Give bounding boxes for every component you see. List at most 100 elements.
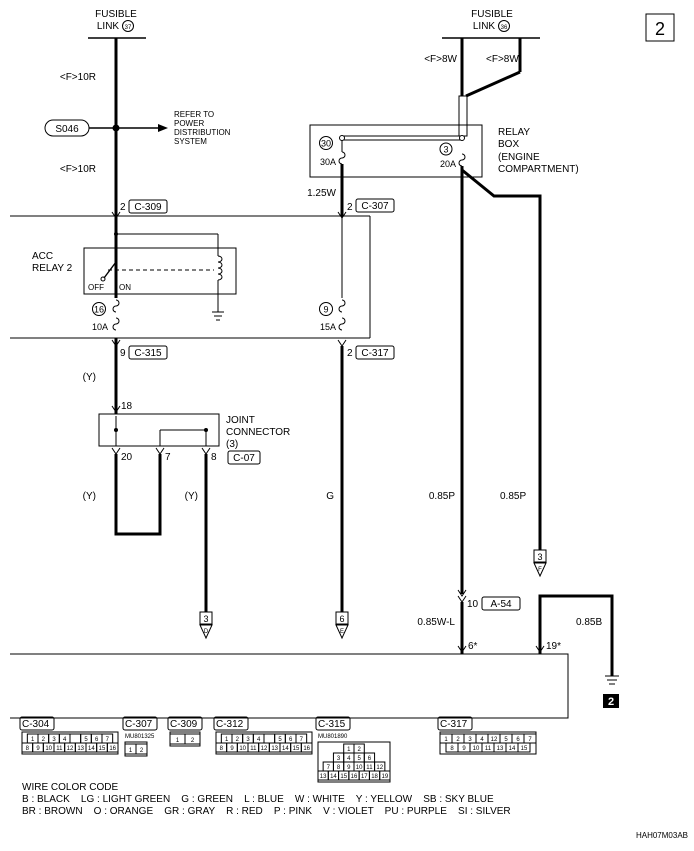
c309-box	[128, 199, 168, 214]
legend-c-307-pin: 1	[129, 748, 133, 754]
joint-pin-8: 8	[211, 452, 217, 463]
legend-c-312-pin: 3	[246, 737, 250, 743]
legend-c-304-pin: 1	[31, 737, 35, 743]
legend-c-315-name-box	[315, 716, 351, 731]
refer-note-1: REFER TO	[174, 110, 214, 119]
fusible-link-36-label-2: LINK	[473, 21, 496, 32]
wire-label-y3: (Y)	[185, 491, 198, 502]
a54-box	[481, 596, 521, 611]
legend-c-317-pin: 13	[497, 746, 504, 752]
legend-c-312-cell	[300, 742, 313, 753]
c317-connector-mark	[337, 339, 347, 347]
legend-c-309-name: C-309	[170, 719, 198, 730]
legend-c-309-pin: 2	[191, 738, 195, 744]
legend-c-315-pin: 9	[347, 765, 351, 771]
legend-c-312-pin: 15	[293, 746, 300, 752]
legend-c-304-pin: 4	[63, 737, 67, 743]
legend-c-312-name: C-312	[216, 719, 244, 730]
joint-ref: C-07	[233, 453, 255, 464]
legend-c-304-cell	[106, 742, 119, 753]
relay-box-term-right	[459, 135, 465, 141]
wire-color-code-line1: B : BLACK LG : LIGHT GREEN G : GREEN L :…	[22, 794, 494, 805]
legend-c-304-pin: 16	[109, 746, 116, 752]
ref-d-box	[199, 611, 213, 625]
fusible-link-36-circle	[498, 20, 510, 32]
wire-8w-right-b	[465, 70, 521, 98]
refer-note-4: SYSTEM	[174, 137, 207, 146]
wire-y-loop	[114, 454, 162, 536]
refer-note-2: POWER	[174, 119, 204, 128]
ref-d-arrow	[199, 624, 213, 640]
legend-c-315-part: MU801890	[318, 734, 348, 740]
relay-box-term-left	[339, 135, 345, 141]
ref-d-num: 3	[203, 614, 208, 624]
fuse-16-rating: 10A	[92, 322, 108, 332]
joint-label-3: (3)	[226, 439, 238, 450]
legend-c-312-pin: 2	[236, 737, 240, 743]
legend-c-304-pin: 5	[84, 737, 88, 743]
a54-mark-1	[457, 589, 467, 597]
legend-c-315-pin: 12	[376, 765, 383, 771]
legend-c-304-pin: 10	[45, 746, 52, 752]
ecu-pin6-mark	[457, 645, 467, 653]
fuse-3-number: 3	[443, 145, 448, 155]
refer-note-3: DISTRIBUTION	[174, 128, 231, 137]
legend-c-317-pin: 10	[473, 746, 480, 752]
fusible-link-36-label-1: FUSIBLE	[471, 9, 513, 20]
joint-label-1: JOINT	[226, 415, 255, 426]
legend-c-315-pin: 1	[347, 747, 351, 753]
wire-label-y1: (Y)	[83, 372, 96, 383]
legend-c-315-pin: 6	[368, 756, 372, 762]
joint-pin18-mark	[111, 405, 121, 413]
legend-c-307-part: MU801325	[125, 734, 155, 740]
ref-f-num: 3	[537, 552, 542, 562]
ref-e-box	[335, 611, 349, 625]
fuse-9-number: 9	[323, 305, 328, 315]
acc-relay-on-label: ON	[119, 283, 131, 292]
wire-label-g: G	[326, 491, 334, 502]
fuse-16-symbol-top	[112, 299, 120, 313]
joint-ref-box	[227, 450, 261, 465]
wire-label-p1: 0.85P	[429, 491, 455, 502]
c309-connector-mark	[111, 211, 121, 219]
legend-c-317-pin: 8	[450, 746, 454, 752]
fuse-30-rating: 30A	[320, 157, 336, 167]
ref-e-arrow	[335, 624, 349, 640]
wire-label-y2: (Y)	[83, 491, 96, 502]
legend-c-307-name: C-307	[125, 719, 153, 730]
legend-c-304-pin: 6	[95, 737, 99, 743]
c317-box	[355, 345, 395, 360]
fuse-16-circle	[92, 302, 106, 316]
legend-c-317-pin: 7	[528, 737, 532, 743]
wire-label-10r-top: <F>10R	[60, 72, 96, 83]
ecu-pin-19: 19*	[546, 641, 561, 652]
wire-color-code-line2: BR : BROWN O : ORANGE GR : GRAY R : RED …	[22, 806, 511, 817]
legend-c-309-cell	[184, 733, 201, 745]
legend-c-312-pin: 10	[239, 746, 246, 752]
wire-label-125w: 1.25W	[307, 188, 336, 199]
wire-color-code-title: WIRE COLOR CODE	[22, 782, 118, 793]
legend-c-304-name: C-304	[22, 719, 50, 730]
diagram-code: HAH07M03AB	[636, 831, 688, 840]
wire-label-p2: 0.85P	[500, 491, 526, 502]
fusible-link-37-number: 37	[125, 25, 132, 31]
c315-box	[128, 345, 168, 360]
legend-c-315-pin: 7	[327, 765, 331, 771]
c309-pin: 2	[120, 202, 126, 213]
fuse-30-symbol	[338, 151, 346, 165]
fusible-link-37-circle	[122, 20, 134, 32]
fuse-3-circle	[439, 142, 453, 156]
fusible-link-37-label-2: LINK	[97, 21, 120, 32]
c307-label: C-307	[361, 201, 389, 212]
c315-pin: 9	[120, 348, 126, 359]
legend-c-312-pin: 5	[278, 737, 282, 743]
relay-box-label-4: COMPARTMENT)	[498, 164, 579, 175]
legend-c-312-pin: 7	[300, 737, 304, 743]
legend-c-317-cell	[517, 742, 531, 753]
legend-c-312-cell	[263, 733, 276, 744]
legend-c-312-pin: 1	[225, 737, 229, 743]
splice-dot	[112, 124, 120, 132]
wire-b	[538, 594, 614, 676]
legend-c-317-pin: 9	[462, 746, 466, 752]
